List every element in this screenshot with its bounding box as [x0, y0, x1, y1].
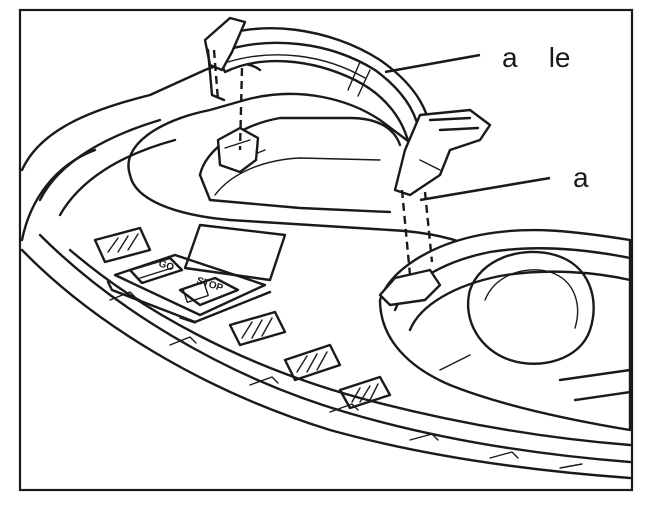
handle-callout: a le — [384, 42, 570, 74]
go-button[interactable]: GO — [128, 256, 184, 285]
pin-callout-label: a — [573, 162, 589, 193]
pin-callout: a — [419, 162, 589, 202]
handle-callout-label: a le — [502, 42, 570, 73]
alignment-guides — [212, 49, 434, 276]
mower-body — [20, 62, 632, 480]
go-label: GO — [157, 258, 175, 273]
control-panel: GO STOP — [106, 253, 272, 324]
stop-button[interactable]: STOP — [178, 275, 240, 307]
vent-slots — [228, 310, 392, 410]
carry-handle — [203, 16, 492, 197]
handle-mounting-posts — [216, 126, 260, 174]
diagram-frame — [18, 8, 634, 492]
